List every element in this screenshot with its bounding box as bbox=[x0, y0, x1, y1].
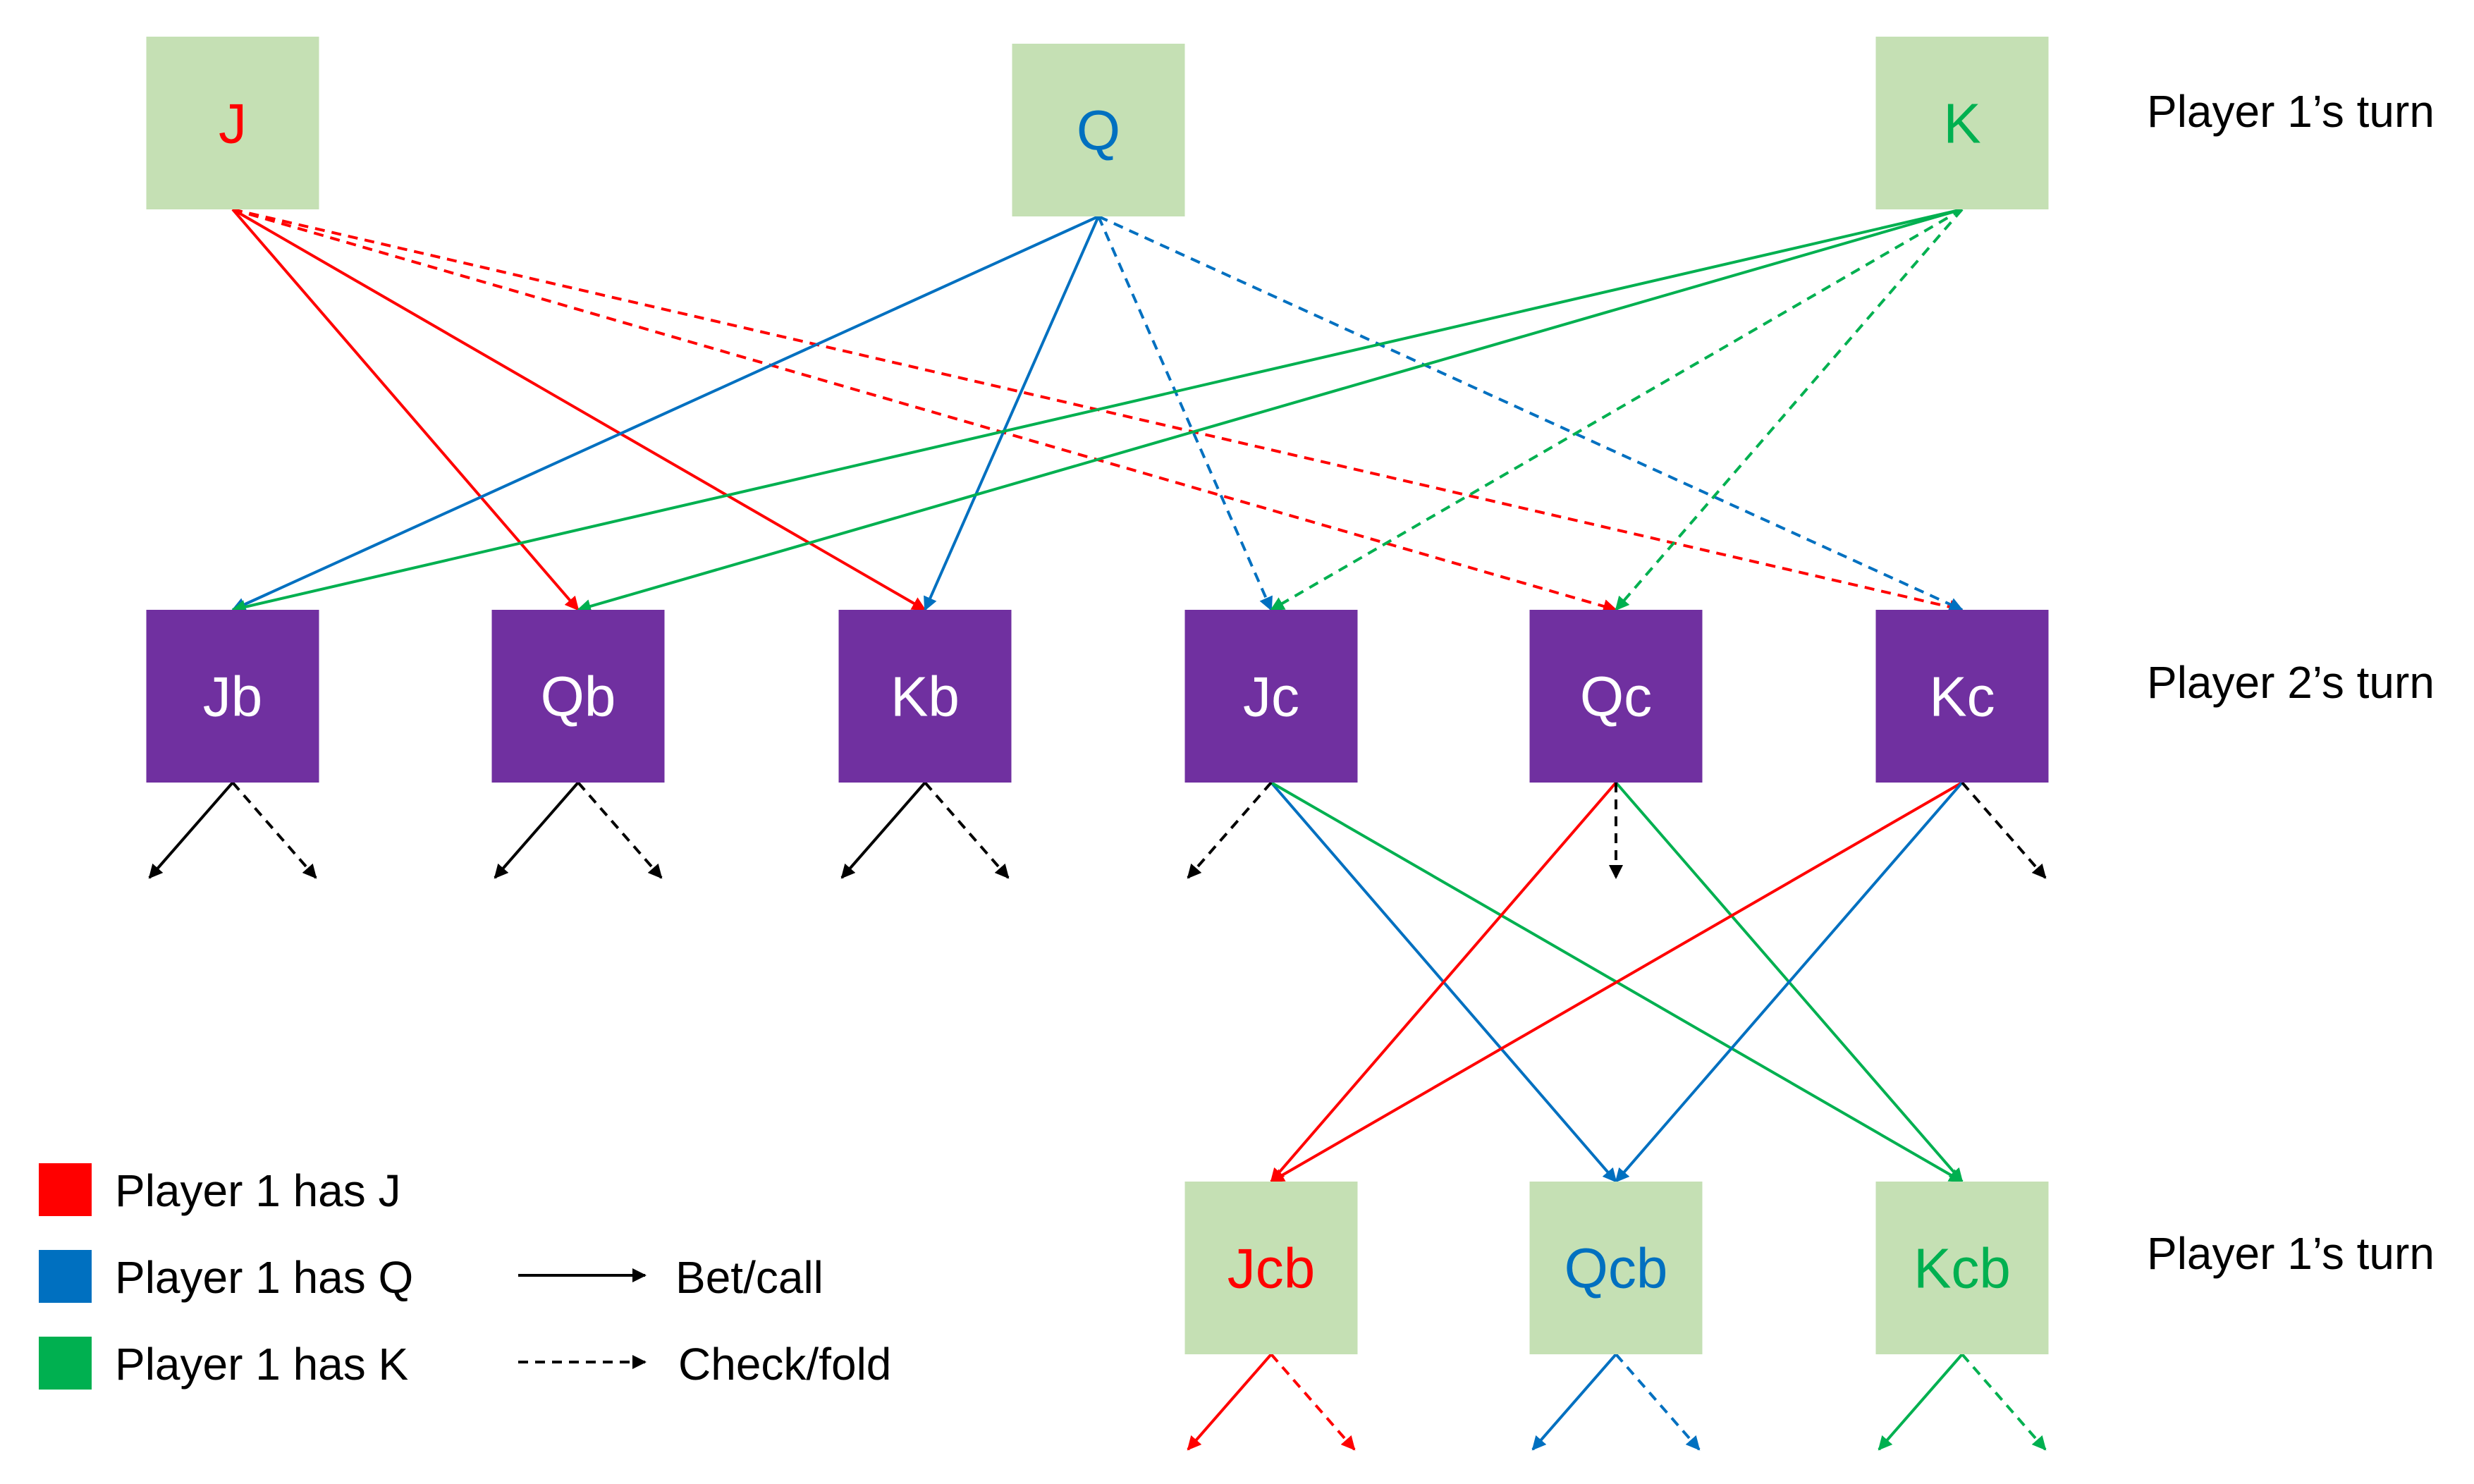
node-Q: Q bbox=[1012, 44, 1185, 216]
node-Kcb-label: Kcb bbox=[1913, 1237, 2011, 1300]
node-Jb-label: Jb bbox=[203, 666, 263, 728]
edge-Q-to-Jc bbox=[1097, 216, 1273, 611]
node-Kc-box bbox=[1875, 610, 2049, 783]
legend: Player 1 has J Player 1 has Q Player 1 h… bbox=[39, 1163, 891, 1390]
stub-Jb-left bbox=[148, 781, 234, 879]
legend-label-solid: Bet/call bbox=[675, 1252, 823, 1303]
edge-Kc-to-Qcb bbox=[1615, 781, 1964, 1183]
edge-Q-to-Kb bbox=[924, 216, 1100, 611]
node-Qc-label: Qc bbox=[1580, 666, 1652, 728]
node-J: J bbox=[146, 37, 319, 209]
edge-Q-to-Jb bbox=[231, 215, 1099, 611]
node-K-box bbox=[1875, 37, 2049, 209]
edge-J-to-Kb bbox=[231, 208, 926, 611]
node-Kcb-box bbox=[1875, 1182, 2049, 1354]
node-Kb-box bbox=[838, 610, 1012, 783]
legend-swatch-k bbox=[39, 1337, 92, 1390]
stub-Qcb-right bbox=[1615, 1353, 1701, 1451]
node-K-label: K bbox=[1943, 92, 1980, 155]
node-Kb: Kb bbox=[838, 610, 1012, 783]
edge-Qc-to-Jcb bbox=[1270, 781, 1617, 1183]
node-J-box bbox=[146, 37, 319, 209]
stub-Kc-right bbox=[1961, 781, 2047, 879]
stub-Kcb-right bbox=[1961, 1353, 2047, 1451]
edge-Q-to-Kc bbox=[1098, 215, 1964, 611]
legend-label-j: Player 1 has J bbox=[115, 1165, 401, 1216]
stub-Qcb-left bbox=[1531, 1353, 1617, 1451]
edge-J-to-Qc bbox=[232, 208, 1617, 613]
node-Jb-box bbox=[146, 610, 319, 783]
node-Qc: Qc bbox=[1529, 610, 1703, 783]
legend-swatch-j bbox=[39, 1163, 92, 1216]
stub-Jcb-left bbox=[1187, 1353, 1273, 1451]
edge-K-to-Qc bbox=[1615, 208, 1964, 611]
node-Kb-label: Kb bbox=[890, 666, 960, 728]
legend-label-dashed: Check/fold bbox=[678, 1339, 891, 1390]
node-Jb: Jb bbox=[146, 610, 319, 783]
stub-Kcb-left bbox=[1878, 1353, 1964, 1451]
row-label-player2: Player 2’s turn bbox=[2147, 657, 2435, 708]
row-labels: Player 1’s turn Player 2’s turn Player 1… bbox=[2147, 86, 2435, 1279]
node-Qcb-box bbox=[1529, 1182, 1703, 1354]
node-J-label: J bbox=[219, 92, 247, 155]
node-Jcb-box bbox=[1184, 1182, 1358, 1354]
node-Qcb: Qcb bbox=[1529, 1182, 1703, 1354]
node-Jc-box bbox=[1184, 610, 1358, 783]
legend-swatch-q bbox=[39, 1250, 92, 1303]
edge-K-to-Jc bbox=[1270, 208, 1964, 611]
node-Jcb: Jcb bbox=[1184, 1182, 1358, 1354]
edge-K-to-Jb bbox=[231, 208, 1963, 614]
node-Jc-label: Jc bbox=[1243, 666, 1299, 728]
node-Kc: Kc bbox=[1875, 610, 2049, 783]
node-Qb-label: Qb bbox=[541, 666, 616, 728]
legend-label-k: Player 1 has K bbox=[115, 1339, 408, 1390]
row-label-player1-top: Player 1’s turn bbox=[2147, 86, 2435, 137]
node-Qb-box bbox=[491, 610, 665, 783]
stub-Kb-left bbox=[840, 781, 926, 879]
row-label-player1-bottom: Player 1’s turn bbox=[2147, 1228, 2435, 1279]
stub-Jb-right bbox=[231, 781, 317, 879]
edges-layer bbox=[148, 208, 2047, 1451]
edge-Kc-to-Jcb bbox=[1270, 781, 1964, 1183]
node-Jc: Jc bbox=[1184, 610, 1358, 783]
node-Qc-box bbox=[1529, 610, 1703, 783]
node-Kc-label: Kc bbox=[1929, 666, 1995, 728]
node-Kcb: Kcb bbox=[1875, 1182, 2049, 1354]
node-Q-label: Q bbox=[1077, 99, 1120, 162]
node-Qcb-label: Qcb bbox=[1564, 1237, 1668, 1300]
legend-label-q: Player 1 has Q bbox=[115, 1252, 413, 1303]
edge-K-to-Qb bbox=[577, 208, 1963, 613]
edge-J-to-Qb bbox=[231, 208, 580, 611]
node-Qb: Qb bbox=[491, 610, 665, 783]
stub-Kb-right bbox=[924, 781, 1010, 879]
stub-Jcb-right bbox=[1270, 1353, 1356, 1451]
stub-Qb-left bbox=[494, 781, 580, 879]
stub-Qb-right bbox=[577, 781, 663, 879]
node-K: K bbox=[1875, 37, 2049, 209]
node-Jcb-label: Jcb bbox=[1227, 1237, 1316, 1300]
stub-Jc-left bbox=[1187, 781, 1273, 879]
node-Q-box bbox=[1012, 44, 1185, 216]
